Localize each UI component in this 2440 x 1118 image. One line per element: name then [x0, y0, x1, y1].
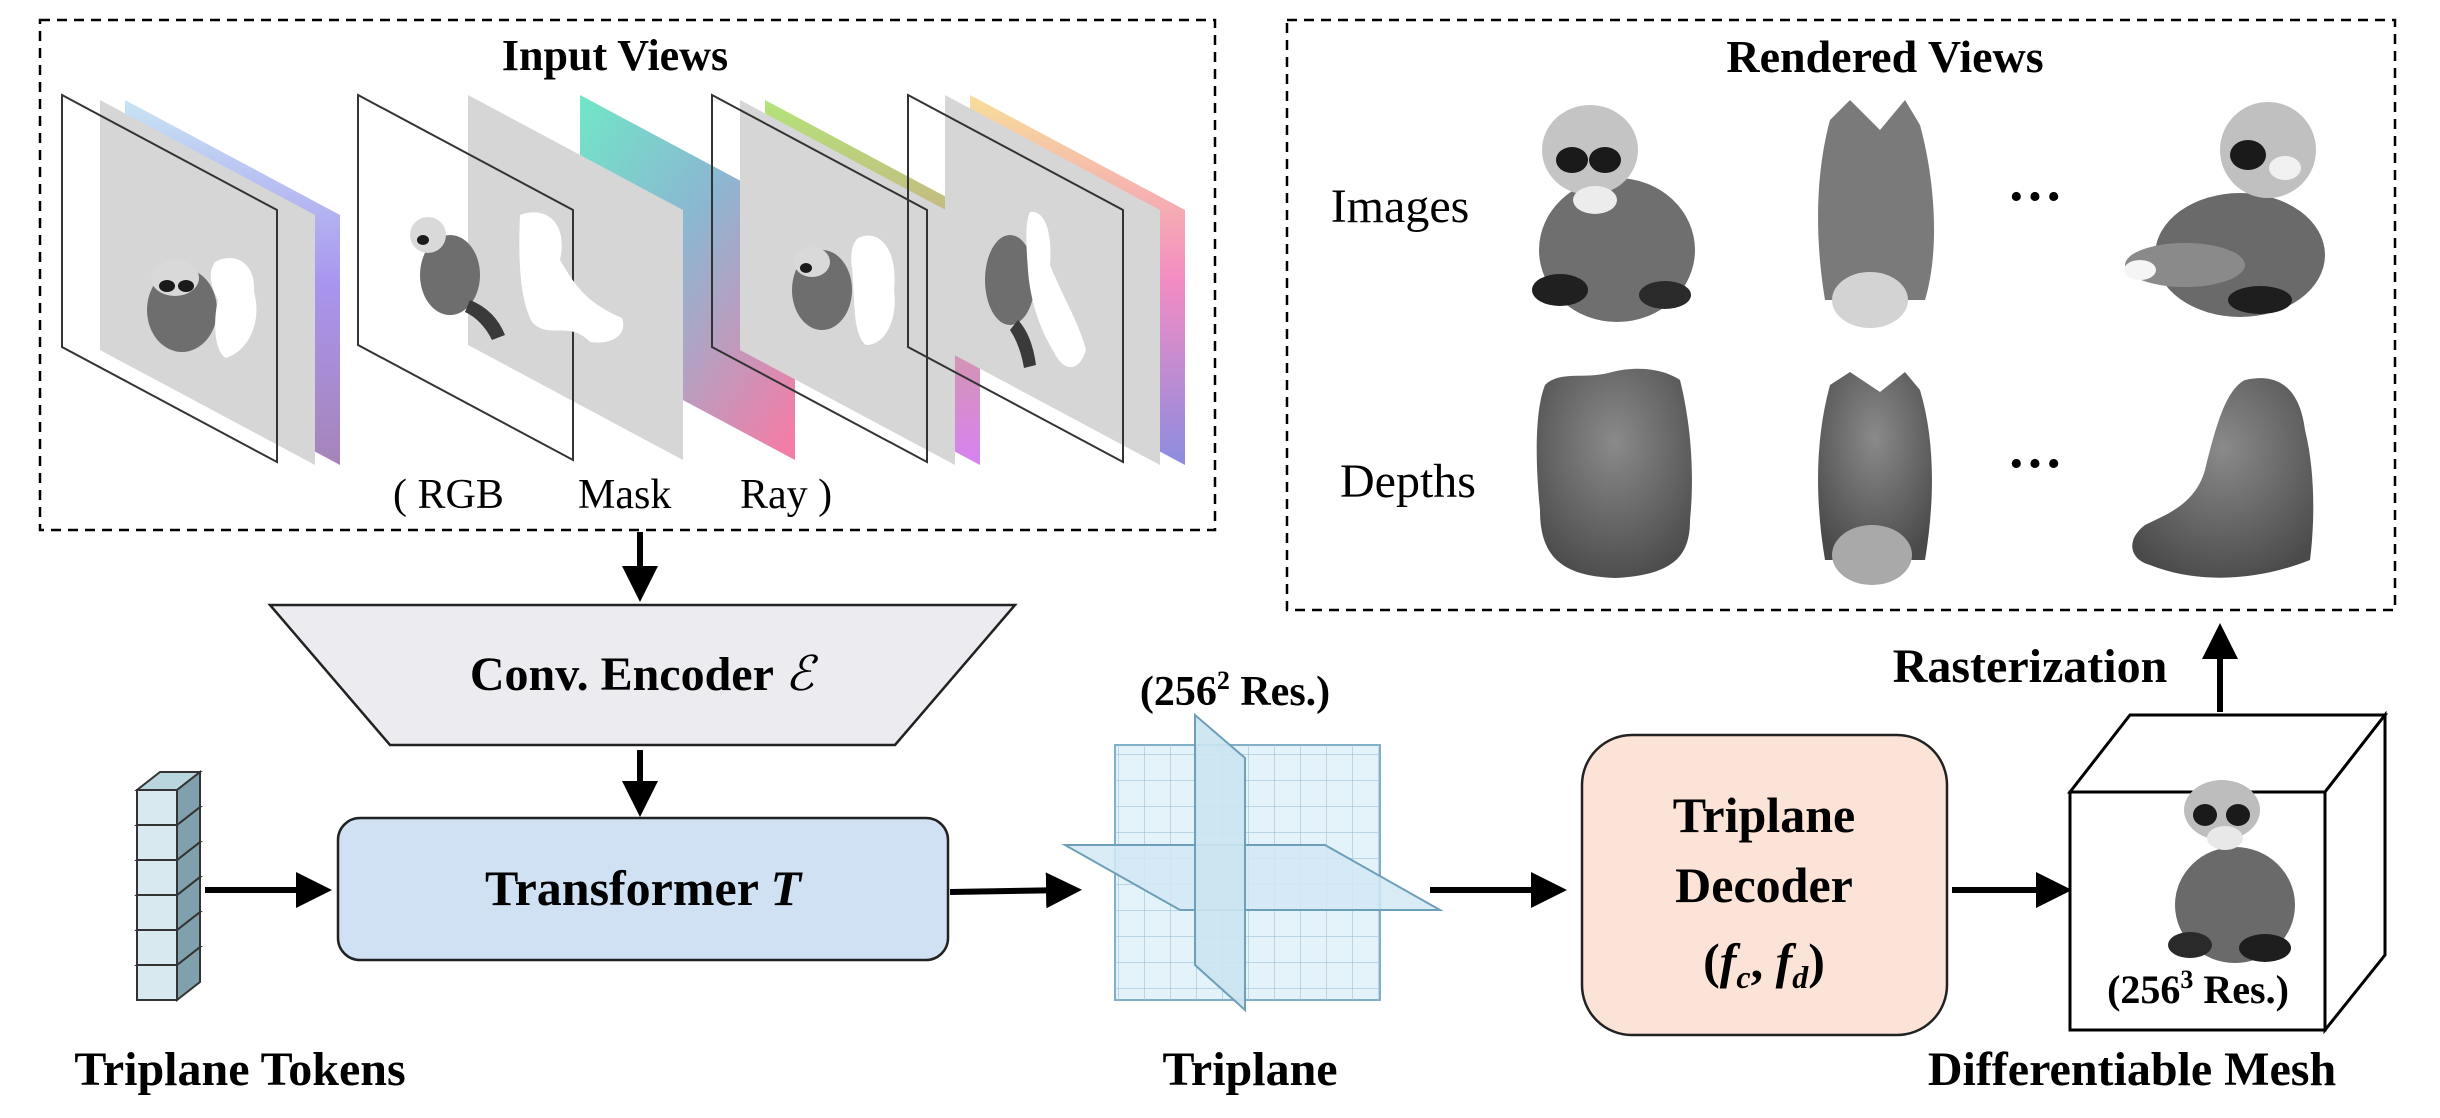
arrow-transformer-to-triplane — [949, 872, 1082, 909]
rendered-depth-2 — [1818, 372, 1932, 585]
rendered-depth-1 — [1536, 368, 1692, 578]
transformer-symbol: T — [771, 860, 804, 916]
rendered-views-panel — [1285, 18, 2397, 612]
legend-rgb: ( RGB — [393, 472, 504, 518]
triplane-resolution: (2562 Res.) — [1140, 666, 1330, 715]
conv-encoder-block — [267, 603, 1018, 747]
ellipsis-depths: ··· — [2007, 433, 2063, 495]
rendered-image-2 — [1818, 100, 1935, 328]
input-view-stack-2 — [357, 93, 795, 462]
decoder-line3: (fc, fd) — [1703, 933, 1825, 995]
ellipsis-images: ··· — [2007, 166, 2063, 228]
raccoon-icon — [2168, 780, 2295, 963]
rendered-views-title: Rendered Views — [1726, 31, 2043, 82]
row-label-images: Images — [1331, 180, 1470, 233]
input-view-stack-3 — [711, 93, 980, 465]
transformer-block — [336, 816, 950, 962]
legend-mask: Mask — [578, 472, 671, 518]
mask-silhouette — [210, 257, 257, 358]
triplane-label: Triplane — [1162, 1043, 1337, 1096]
raccoon-icon — [147, 260, 217, 352]
res-suffix: Res.) — [1230, 669, 1330, 715]
rasterization-label: Rasterization — [1893, 640, 2168, 693]
input-view-stack-4 — [907, 93, 1185, 465]
encoder-label: Conv. Encoder ℰ — [470, 648, 819, 701]
raccoon-icon — [410, 217, 505, 340]
plane-vertical — [1194, 712, 1246, 1013]
row-label-depths: Depths — [1340, 455, 1476, 508]
decoder-line1: Triplane — [1673, 787, 1855, 843]
input-views-panel — [38, 18, 1217, 532]
raccoon-icon — [792, 247, 852, 330]
mask-silhouette — [851, 235, 895, 345]
raccoon-icon — [985, 235, 1036, 368]
mesh-cube — [2066, 710, 2389, 1035]
triplane-tokens-label: Triplane Tokens — [74, 1043, 405, 1096]
rendered-image-3 — [2124, 102, 2325, 317]
rendered-depth-3 — [2132, 378, 2314, 578]
res-exponent: 2 — [1217, 666, 1230, 695]
triplane-tokens-stack — [134, 769, 203, 1003]
decoder-line2: Decoder — [1675, 857, 1853, 913]
input-views-title: Input Views — [502, 31, 728, 80]
triplane-figure — [1061, 712, 1444, 1013]
input-view-stack-1 — [61, 93, 340, 465]
mesh-resolution: (2563 Res.) — [2107, 965, 2289, 1012]
token-cube — [134, 769, 203, 828]
encoder-symbol: ℰ — [785, 648, 819, 701]
legend-ray: Ray ) — [740, 472, 832, 518]
mesh-label: Differentiable Mesh — [1928, 1043, 2336, 1096]
triplane-decoder-block — [1580, 733, 1949, 1037]
transformer-label: Transformer T — [485, 860, 804, 916]
rendered-image-1 — [1532, 105, 1695, 322]
mask-silhouette — [1026, 211, 1086, 368]
mask-silhouette — [519, 212, 624, 343]
